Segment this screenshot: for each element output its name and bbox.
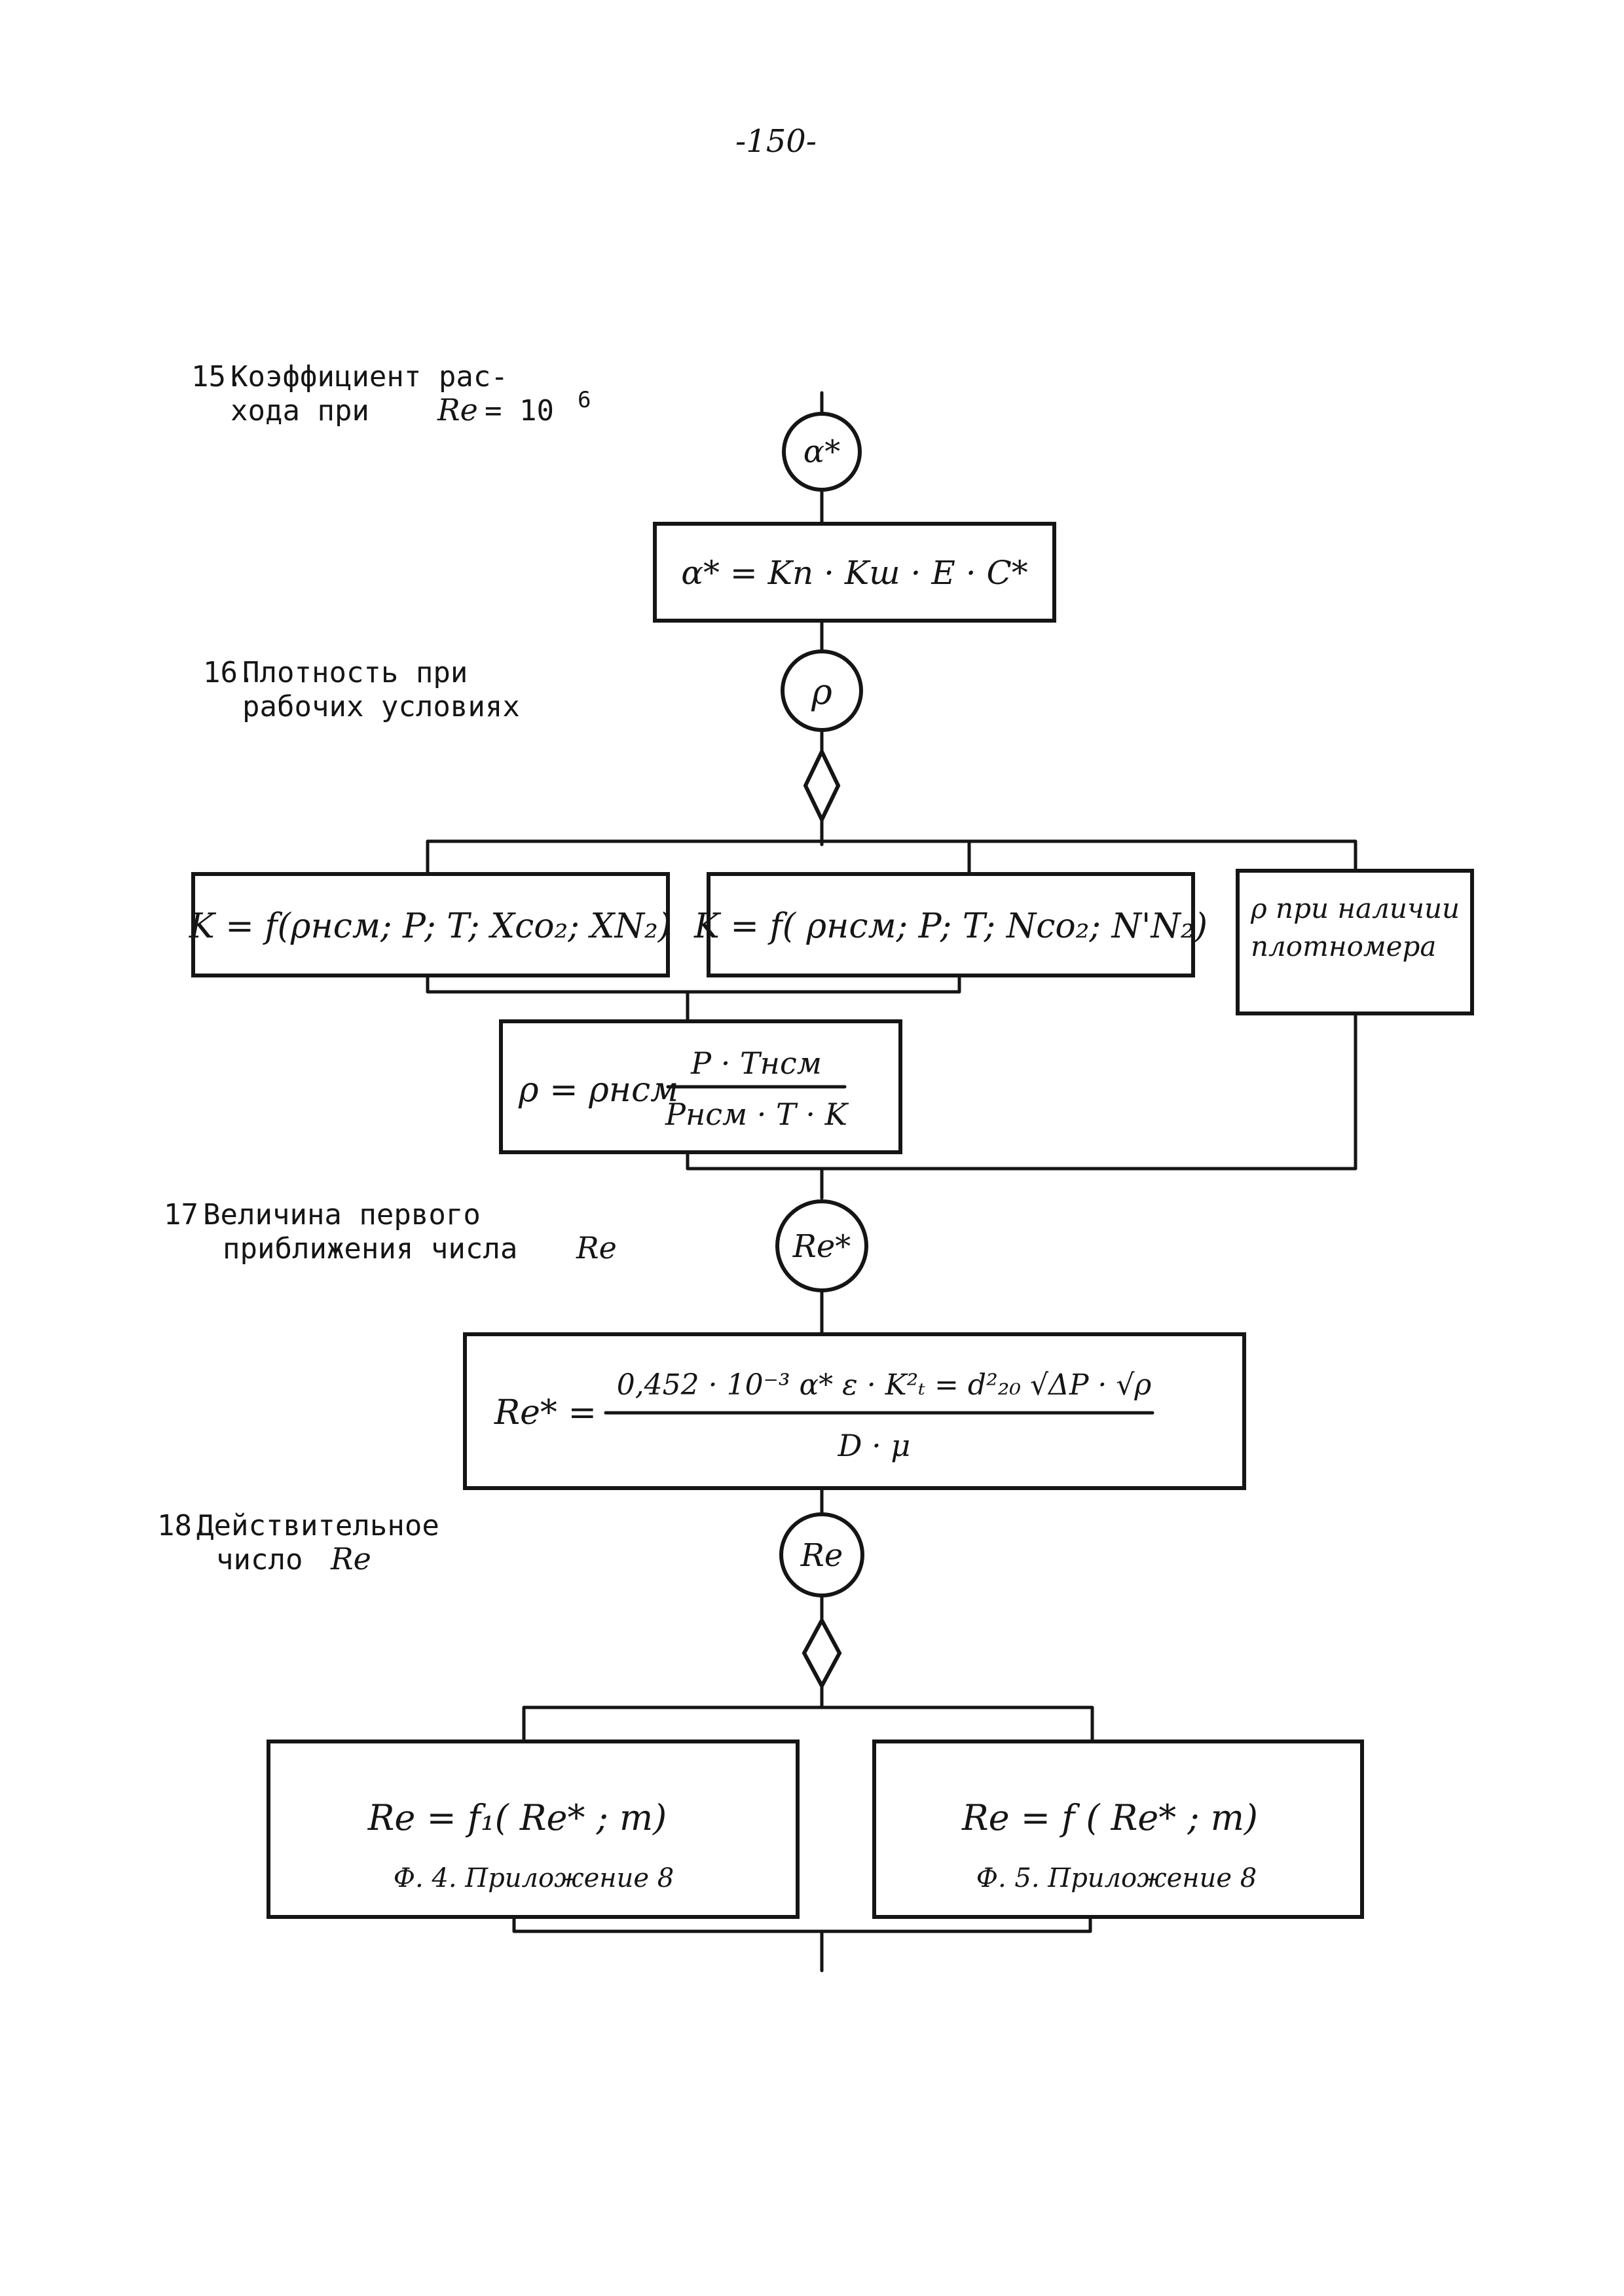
step-15-sup: 6 [578, 387, 591, 413]
step-16-line2: рабочих условиях [242, 690, 520, 723]
branch-connector [426, 839, 1357, 876]
node-re-formula-2: Re = f ( Re* ; m) Ф. 5. Приложение 8 [872, 1740, 1364, 1919]
re-formula-2-text: Re = f ( Re* ; m) [961, 1797, 1258, 1838]
rho-formula-num: P · Tнсм [690, 1046, 822, 1081]
step-15-line1: Коэффициент рас- [231, 360, 508, 393]
re-star-den: D · μ [838, 1428, 911, 1463]
step-15-eq: = 10 [485, 394, 554, 428]
node-rho-formula: ρ = ρнсм P · Tнсм Pнсм · T · K [499, 1019, 902, 1154]
rho-formula-left: ρ = ρнсм [518, 1070, 678, 1110]
decision-diamond [802, 1616, 842, 1690]
merge-connector [426, 974, 961, 1023]
re-formula-1-note: Ф. 4. Приложение 8 [394, 1863, 674, 1893]
step-17-label: 17. Величина первого приближения числа R… [164, 1198, 617, 1266]
densitometer-line2: плотномера [1251, 930, 1436, 962]
node-alpha-circle: α* [782, 412, 862, 492]
node-re-formula-1: Re = f₁( Re* ; m) Ф. 4. Приложение 8 [267, 1740, 800, 1919]
node-alpha-formula: α* = Kп · Kш · E · C* [653, 522, 1056, 623]
node-rho-circle: ρ [781, 649, 863, 732]
re-star-lhs: Re* = [494, 1393, 597, 1432]
node-re-star-formula: Re* = 0,452 · 10⁻³ α* ε · K²ₜ = d²₂₀ √ΔP… [463, 1332, 1246, 1490]
step-18-var: Re [330, 1541, 371, 1576]
step-18-line1: Действительное [196, 1509, 439, 1542]
re-star-num: 0,452 · 10⁻³ α* ε · K²ₜ = d²₂₀ √ΔP · √ρ [617, 1368, 1152, 1402]
node-densitometer: ρ при наличии плотномера [1236, 869, 1474, 1015]
densitometer-line1: ρ при наличии [1250, 892, 1460, 924]
re-formula-1-text: Re = f₁( Re* ; m) [367, 1797, 667, 1838]
re-star-circle-label: Re* [792, 1228, 851, 1265]
node-re-circle: Re [779, 1512, 864, 1597]
node-k-formula-1: K = f(ρнсм; P; T; Xco₂; XN₂) [189, 872, 671, 977]
page-number: -150- [735, 123, 817, 160]
k-formula-1-text: K = f(ρнсм; P; T; Xco₂; XN₂) [189, 907, 671, 946]
merge-connector [686, 1011, 1357, 1200]
step-16-line1: Плотность при [242, 656, 468, 689]
step-17-line1: Величина первого [203, 1198, 481, 1231]
step-16-number: 16. [203, 656, 255, 689]
merge-connector [512, 1915, 1092, 1973]
rho-circle-label: ρ [811, 671, 832, 712]
rho-formula-den: Pнсм · T · K [665, 1097, 849, 1132]
step-18-number: 18. [157, 1509, 209, 1542]
alpha-formula-text: α* = Kп · Kш · E · C* [681, 554, 1028, 592]
node-re-star-circle: Re* [775, 1199, 868, 1292]
decision-diamond [803, 747, 841, 824]
step-17-line2: приближения числа [223, 1232, 517, 1266]
step-17-var: Re [576, 1230, 617, 1266]
branch-connector [522, 1705, 1094, 1743]
alpha-circle-label: α* [803, 433, 840, 470]
step-15-var: Re [437, 392, 478, 428]
step-15-line2: хода при [231, 394, 369, 428]
step-16-label: 16. Плотность при рабочих условиях [203, 656, 520, 723]
step-15-label: 15. Коэффициент рас- хода при Re = 10 6 [191, 360, 591, 428]
k-formula-2-text: K = f( ρнсм; P; T; Nco₂; N'N₂) [693, 907, 1208, 946]
re-formula-2-note: Ф. 5. Приложение 8 [976, 1863, 1257, 1893]
step-17-number: 17. [164, 1198, 215, 1231]
step-18-label: 18. Действительное число Re [157, 1509, 439, 1576]
step-15-number: 15. [191, 360, 243, 393]
re-circle-label: Re [800, 1537, 843, 1574]
node-k-formula-2: K = f( ρнсм; P; T; Nco₂; N'N₂) [693, 872, 1208, 977]
step-18-line2: число [216, 1543, 303, 1576]
